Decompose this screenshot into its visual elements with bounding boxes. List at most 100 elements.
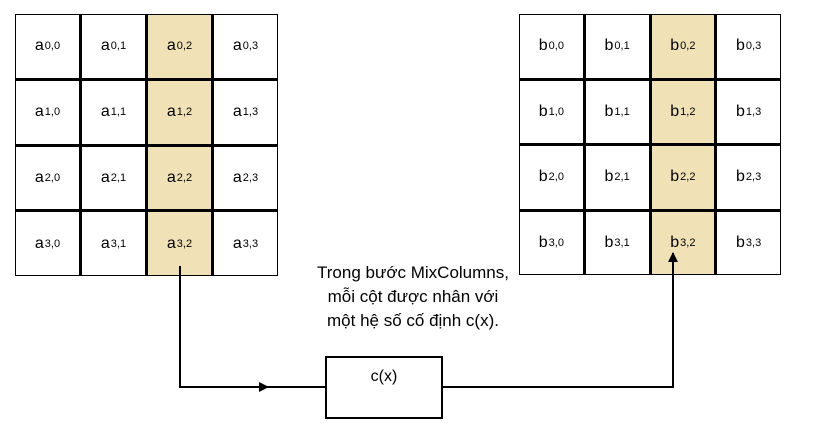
cell-letter: b [736,37,745,55]
cell-letter: b [538,168,548,186]
cell-letter: a [100,234,110,252]
cell-index: 0,1 [614,40,630,53]
cx-function-box: c(x) [325,356,443,419]
cell-letter: a [166,103,176,121]
caption-line-1: Trong bước MixColumns, [317,263,509,282]
arrow-input [179,266,269,392]
cell-letter: a [166,168,176,186]
cell-index: 2,3 [745,171,762,184]
caption: Trong bước MixColumns, mỗi cột được nhân… [288,261,538,333]
cell-letter: a [166,37,176,55]
cell-letter: b [604,102,614,120]
cell-letter: a [34,168,44,186]
cell-letter: a [166,234,176,252]
cell-index: 1,1 [614,105,630,118]
cell-letter: a [100,168,110,186]
cell-letter: b [670,233,680,251]
cell-letter: a [34,103,44,121]
cell-letter: a [34,234,44,252]
caption-line-3: một hệ số cố định c(x). [327,311,499,330]
cell-index: 2,2 [176,171,193,184]
cell-index: 3,0 [548,236,564,249]
cell-index: 1,3 [745,105,762,118]
cell-index: 0,2 [680,40,696,53]
cell-index: 1,0 [548,105,564,118]
cell-letter: a [232,234,242,252]
cell-index: 2,1 [614,171,630,184]
cell-index: 1,2 [680,105,696,118]
cell-index: 2,0 [548,171,564,184]
cell-letter: b [538,102,548,120]
cell-index: 3,0 [44,237,61,250]
cell-letter: b [670,168,680,186]
cell-index: 3,1 [614,236,630,249]
cell-letter: b [604,37,614,55]
cell-index: 0,0 [44,40,61,53]
cell-letter: b [736,168,745,186]
cell-index: 0,3 [745,40,762,53]
cell-index: 2,1 [110,171,127,184]
cell-index: 3,3 [242,237,259,250]
cell-index: 3,1 [110,237,127,250]
cell-letter: b [604,233,614,251]
cell-letter: a [100,37,110,55]
cell-letter: a [232,168,242,186]
cell-letter: b [538,37,548,55]
cell-index: 3,3 [745,236,762,249]
caption-line-2: mỗi cột được nhân với [327,287,499,306]
cell-index: 2,0 [44,171,61,184]
cell-index: 2,3 [242,171,259,184]
cell-index: 1,1 [110,106,127,119]
cell-letter: b [538,233,548,251]
cell-letter: b [670,102,680,120]
cell-letter: b [604,168,614,186]
arrow-output [443,252,678,388]
cell-index: 0,0 [548,40,564,53]
cell-index: 0,2 [176,40,193,53]
cell-index: 2,2 [680,171,696,184]
cell-letter: a [232,37,242,55]
cell-index: 0,3 [242,40,259,53]
cell-letter: a [100,103,110,121]
cell-index: 0,1 [110,40,127,53]
cell-index: 3,2 [176,237,193,250]
cell-index: 1,2 [176,106,193,119]
cell-letter: b [736,233,745,251]
cell-index: 3,2 [680,236,696,249]
cell-letter: b [670,37,680,55]
cell-letter: a [232,103,242,121]
cell-index: 1,0 [44,106,61,119]
cell-letter: b [736,102,745,120]
cx-label: c(x) [370,368,398,385]
